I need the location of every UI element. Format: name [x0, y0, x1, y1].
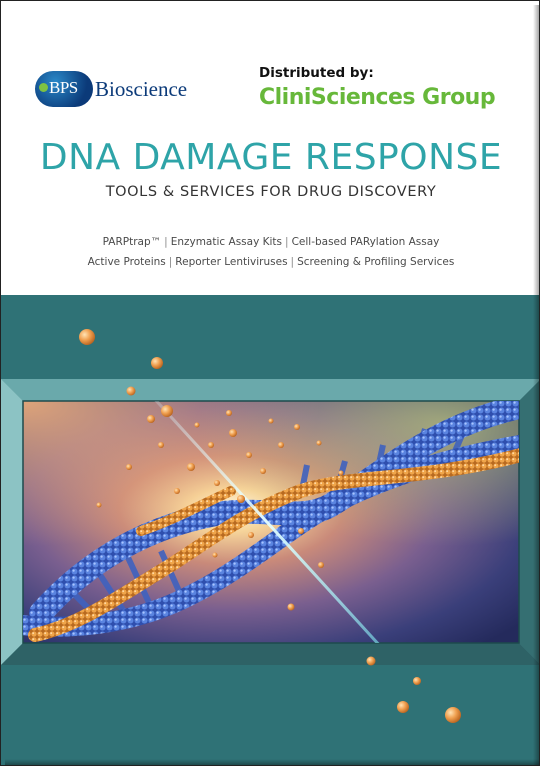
- product-item: Screening & Profiling Services: [297, 256, 455, 268]
- logo-green-dot-icon: [39, 83, 48, 92]
- products-row-1: PARPtrap™|Enzymatic Assay Kits|Cell-base…: [1, 236, 539, 248]
- page-subtitle: TOOLS & SERVICES FOR DRUG DISCOVERY: [105, 184, 437, 200]
- page-shadow-right: [533, 5, 539, 765]
- separator: |: [285, 236, 289, 248]
- separator: |: [290, 256, 295, 268]
- logo-mark: BPS: [49, 78, 78, 97]
- product-item: Cell-based PARylation Assay: [291, 236, 440, 248]
- product-item: Enzymatic Assay Kits: [170, 236, 283, 248]
- separator: |: [168, 256, 173, 268]
- page-shadow-bottom: [5, 759, 539, 765]
- page-title: DNA DAMAGE RESPONSE: [39, 137, 503, 178]
- distributed-by-label: Distributed by:: [259, 65, 374, 81]
- product-item: Reporter Lentiviruses: [175, 256, 288, 268]
- product-item: PARPtrap™: [102, 236, 162, 248]
- separator: |: [164, 236, 168, 248]
- logo-name: Bioscience: [95, 77, 188, 101]
- bps-bioscience-logo: BPS Bioscience: [35, 67, 225, 111]
- distributor-name: CliniSciences Group: [259, 85, 496, 110]
- product-item: Active Proteins: [87, 256, 166, 268]
- dna-illustration: [1, 295, 539, 765]
- products-row-2: Active Proteins|Reporter Lentiviruses|Sc…: [1, 256, 539, 268]
